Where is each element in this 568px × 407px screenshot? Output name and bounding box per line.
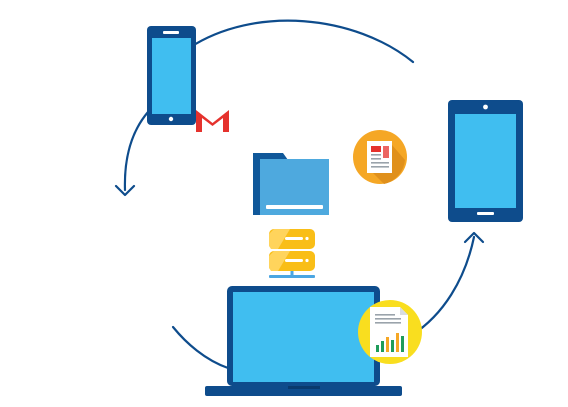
folder-icon: [253, 153, 329, 215]
tablet-home-bar: [477, 212, 494, 215]
news-image-block: [383, 146, 389, 158]
server-connector-base: [269, 275, 315, 278]
folder-label-bar: [266, 205, 323, 209]
laptop: [205, 286, 402, 396]
server-led-bottom: [305, 258, 309, 263]
laptop-screen: [233, 292, 374, 382]
news-text-lines: [371, 154, 389, 168]
right-arc-arrow: [410, 235, 476, 337]
tablet-screen: [455, 114, 516, 208]
server-shine: [269, 229, 290, 249]
server-led-bar-bottom: [285, 259, 303, 262]
news-document-icon: [353, 130, 407, 184]
server-icon: [269, 229, 315, 278]
server-led-top: [305, 236, 309, 241]
top-arc-arrow: [187, 19, 415, 64]
news-headline-block: [371, 146, 381, 152]
tablet-camera: [483, 104, 488, 110]
gmail-envelope: [196, 107, 229, 132]
bottom-arc-arrow: [171, 325, 230, 370]
laptop-base: [205, 386, 402, 396]
report-paper-fold: [400, 307, 408, 315]
left-arrow-head-icon: [114, 184, 136, 197]
smartphone-screen: [152, 38, 191, 114]
smartphone-speaker: [163, 31, 179, 34]
gmail-m-shape: [196, 110, 229, 132]
gmail-icon: [196, 107, 229, 132]
right-arrow-head-icon: [463, 231, 485, 244]
sync-cycle-arrows: [114, 19, 485, 370]
smartphone: [147, 26, 196, 125]
server-led-bar-top: [285, 237, 303, 240]
smartphone-home-button: [168, 116, 174, 122]
laptop-trackpad-notch: [288, 386, 320, 389]
report-text-lines: [375, 314, 401, 324]
left-arc-arrow: [123, 110, 150, 192]
server-shine-2: [269, 251, 290, 271]
report-chart-icon: [358, 300, 422, 364]
report-bar-chart: [376, 333, 404, 352]
tablet: [448, 100, 523, 222]
server-connector-stem: [290, 271, 294, 276]
